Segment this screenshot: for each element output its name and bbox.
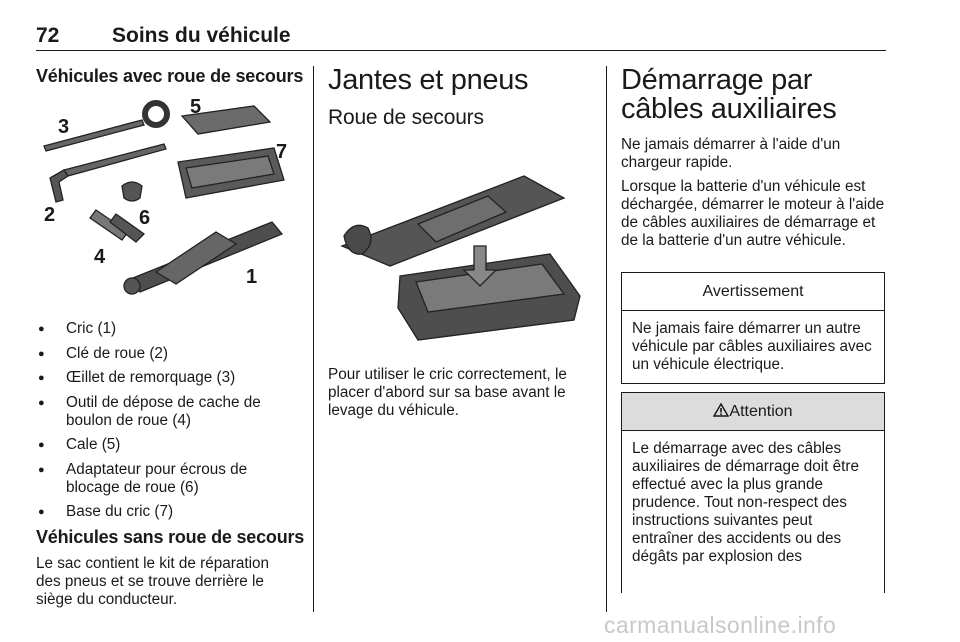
column-jump-start: Démarrage par câbles auxiliaires Ne jama… [621,62,889,612]
column-spare-wheel-tools: Véhicules avec roue de secours 1 [36,62,304,612]
tool-list: Cric (1) Clé de roue (2) Œillet de remor… [36,320,296,528]
watermark: carmanualsonline.info [604,612,837,638]
figure-label: 6 [139,207,150,229]
running-title: Soins du véhicule [112,24,291,47]
paragraph: Le sac contient le kit de réparation des… [36,555,269,608]
warning-text: Ne jamais faire démarrer un autre véhicu… [632,320,872,373]
paragraph: Lorsque la batterie d'un véhicule est dé… [621,178,885,249]
attention-text: Le démarrage avec des câbles auxiliaires… [632,440,860,565]
list-item: Clé de roue (2) [36,345,296,363]
column-divider [606,66,608,612]
section-heading: Véhicules sans roue de secours [36,527,305,547]
section-title: Jantes et pneus [328,64,529,96]
towing-eye-ring [142,100,170,128]
page-number: 72 [36,24,60,47]
figure-label: 3 [58,116,69,138]
page-header: 72 Soins du véhicule [36,24,886,51]
column-divider [313,66,315,612]
list-item: Outil de dépose de cache de boulon de ro… [36,394,296,430]
list-item: Cric (1) [36,320,296,338]
attention-title: Attention [729,403,793,420]
section-heading: Véhicules avec roue de secours [36,66,304,86]
list-item: Œillet de remorquage (3) [36,369,296,387]
list-item: Base du cric (7) [36,503,296,521]
attention-box: Attention Le démarrage avec des câbles a… [621,392,885,593]
paragraph: Pour utiliser le cric correctement, le p… [328,366,567,419]
tool-kit-illustration: 1 2 3 4 5 6 7 [43,96,287,295]
figure-label: 1 [246,266,257,288]
jack-on-base-illustration [340,175,581,341]
warning-title: Avertissement [622,273,884,311]
paragraph: Ne jamais démarrer à l'aide d'un chargeu… [621,136,841,171]
down-arrow [462,245,498,287]
figure-label: 4 [94,246,106,268]
figure-label: 5 [190,96,201,118]
section-subtitle: Roue de secours [328,106,484,129]
list-item: Cale (5) [36,436,296,454]
warning-triangle-icon [713,402,730,417]
column-wheels-tyres: Jantes et pneus Roue de secours Pour uti… [328,62,590,612]
list-item: Adaptateur pour écrous de blocage de rou… [36,461,296,497]
attention-header: Attention [622,393,884,431]
figure-label: 2 [44,204,55,226]
section-title: Démarrage par câbles auxiliaires [621,64,837,125]
figure-label: 7 [276,141,287,163]
warning-box: Avertissement Ne jamais faire démarrer u… [621,272,885,384]
